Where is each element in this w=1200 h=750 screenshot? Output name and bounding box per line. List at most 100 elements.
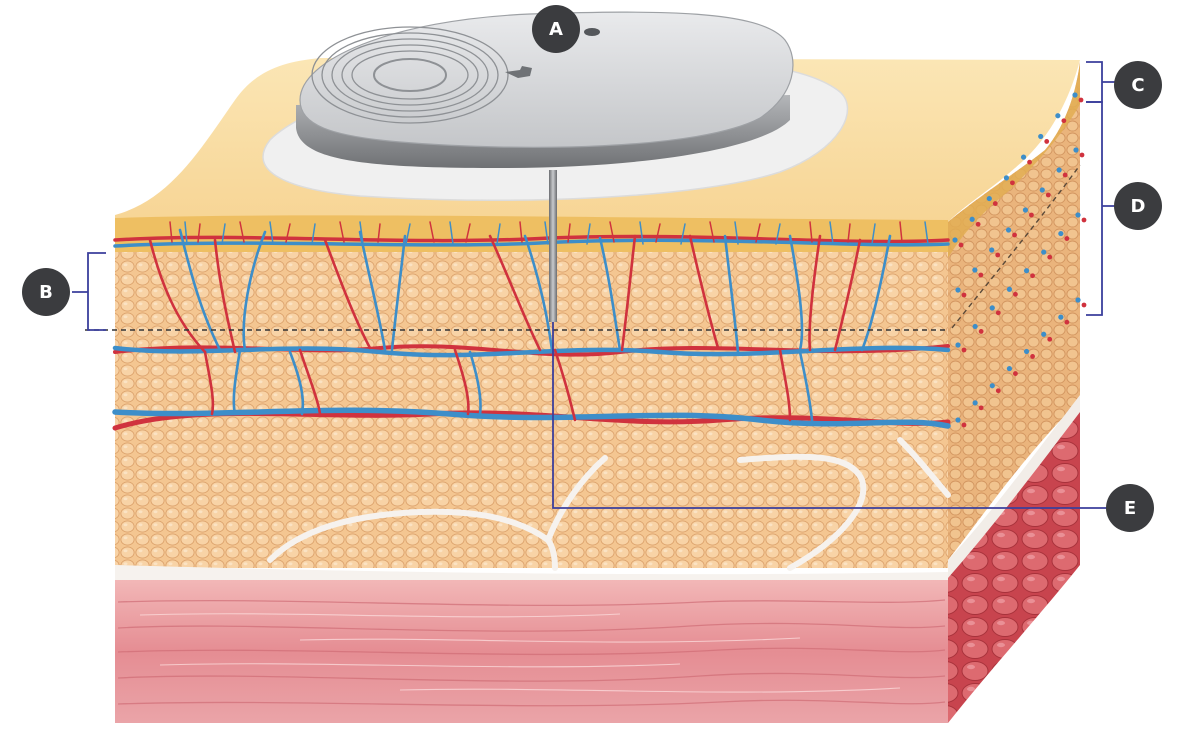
side-vein-dot	[1020, 154, 1027, 160]
device-port	[584, 28, 600, 36]
connective-strands	[267, 437, 951, 571]
callout-c-badge	[1114, 61, 1162, 109]
side-vein-dot	[955, 287, 961, 293]
callout-b: B	[22, 268, 70, 316]
blood-vessels	[112, 221, 951, 431]
side-vein-dot	[1073, 147, 1079, 153]
side-artery-dot	[978, 329, 984, 334]
side-artery-dot	[961, 292, 967, 298]
callout-e: E	[1106, 484, 1154, 532]
vessel-branches	[148, 228, 892, 422]
side-vein-dot	[1039, 187, 1045, 193]
side-vein-dot	[1005, 227, 1012, 233]
side-artery-dot	[995, 252, 1001, 258]
muscle-fiber-highlights	[139, 613, 901, 693]
capillary-twigs	[169, 221, 929, 245]
callout-b-badge	[22, 268, 70, 316]
side-artery-dot	[1010, 180, 1015, 186]
side-artery-dot	[1061, 118, 1067, 124]
callout-d: D	[1114, 182, 1162, 230]
side-epidermis	[948, 62, 1080, 258]
side-vein-dot	[1041, 331, 1047, 337]
side-vein-dot	[1041, 249, 1047, 255]
side-artery-dot	[1030, 273, 1035, 279]
bracket-b	[72, 252, 106, 331]
callout-c-label: C	[1131, 75, 1144, 96]
side-artery-dot	[1078, 97, 1084, 103]
muscle-fibers	[117, 599, 946, 707]
side-artery-dot	[1044, 139, 1050, 144]
callout-e-label: E	[1124, 498, 1136, 519]
side-artery-dot	[1064, 319, 1070, 325]
side-artery-dot	[1081, 217, 1087, 223]
infusion-pump-device	[262, 11, 849, 322]
callout-a-badge	[532, 5, 580, 53]
side-vein-dot	[972, 267, 978, 273]
side-vein-dot	[1006, 286, 1013, 292]
vein-upper-plexus	[113, 238, 950, 248]
callout-b-label: B	[39, 282, 53, 303]
side-connective-band	[948, 395, 1080, 578]
side-vein-dot	[1058, 230, 1064, 237]
side-vein-dot	[986, 195, 992, 202]
side-vein-dot	[1003, 175, 1010, 181]
side-artery-dot	[1047, 254, 1053, 260]
side-vein-dot	[1075, 297, 1081, 303]
side-artery-dot	[978, 405, 984, 411]
side-vein-dot	[1022, 207, 1029, 213]
leader-e	[552, 322, 1108, 509]
device-dial-rings	[311, 26, 509, 124]
side-vein-dot	[1023, 268, 1030, 274]
side-vein-dot	[1056, 167, 1062, 173]
callout-leader-lines	[72, 61, 1116, 509]
side-vein-dot	[989, 383, 995, 389]
muscle-layer	[115, 580, 948, 723]
side-artery-dot	[1045, 192, 1051, 198]
callout-d-label: D	[1131, 196, 1146, 217]
side-vein-dot	[955, 342, 961, 348]
side-vein-dot	[989, 305, 995, 311]
side-artery-dot	[1081, 302, 1087, 308]
side-artery-dot	[1064, 236, 1070, 241]
side-vein-dot	[1038, 133, 1044, 140]
block-side-face	[948, 62, 1080, 560]
side-artery-dot	[1030, 354, 1035, 359]
cannula-needle	[549, 170, 557, 322]
side-artery-dot	[961, 347, 967, 353]
device-notch	[505, 66, 532, 78]
side-vein-dot	[972, 323, 978, 330]
side-artery-dot	[1047, 336, 1053, 342]
side-artery-dot	[1013, 371, 1018, 376]
bracket-c	[1086, 61, 1116, 103]
side-vein-dot	[969, 216, 975, 222]
side-vein-dot	[972, 400, 978, 406]
bracket-d	[1086, 101, 1116, 316]
side-vessel-dots	[952, 92, 1087, 428]
side-artery-dot	[1012, 232, 1017, 238]
side-artery-dot	[958, 242, 964, 248]
callout-a-label: A	[549, 19, 563, 40]
side-vein-dot	[1023, 348, 1030, 355]
side-vein-dot	[955, 417, 961, 423]
side-vein-dot	[1055, 113, 1061, 119]
callout-c: C	[1114, 61, 1162, 109]
side-vein-dot	[952, 237, 958, 243]
side-artery-dot	[1013, 291, 1018, 297]
vein-deep-plexus	[112, 407, 951, 429]
side-artery-dot	[1029, 212, 1034, 218]
side-artery-dot	[1027, 159, 1032, 165]
side-artery-dot	[995, 388, 1001, 394]
side-artery-dot	[978, 272, 984, 278]
side-vein-dot	[1072, 92, 1078, 98]
side-artery-dot	[995, 310, 1001, 316]
side-depth-guide	[951, 164, 1081, 329]
side-artery-dot	[1079, 152, 1085, 158]
side-artery-dot	[1062, 172, 1068, 178]
side-artery-dot	[975, 221, 981, 227]
side-artery-dot	[992, 201, 998, 206]
callout-a: A	[532, 5, 580, 53]
side-artery-dot	[961, 422, 967, 428]
side-muscle-face	[948, 412, 1080, 723]
